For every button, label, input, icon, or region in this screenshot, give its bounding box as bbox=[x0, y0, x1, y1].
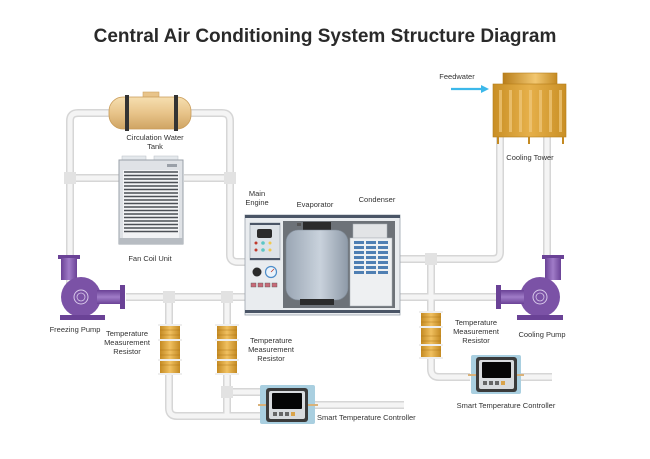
cooling-pump-label: Cooling Pump bbox=[518, 330, 566, 339]
freezing-pump-label: Freezing Pump bbox=[49, 325, 101, 334]
controller-left-label: Smart Temperature Controller bbox=[317, 413, 416, 422]
pipe-network bbox=[64, 109, 552, 420]
condenser bbox=[349, 223, 393, 307]
fan-coil-unit-label: Fan Coil Unit bbox=[128, 254, 172, 263]
resistor-right-label-line2: Measurement bbox=[453, 327, 499, 336]
diagram-title: Central Air Conditioning System Structur… bbox=[93, 26, 557, 47]
main-engine-unit bbox=[244, 214, 401, 316]
pipe-tower-left bbox=[398, 135, 504, 263]
resistor-right-label-line3: Resistor bbox=[462, 336, 490, 345]
controller-right-label: Smart Temperature Controller bbox=[456, 401, 556, 410]
circulation-tank-label-line2: Tank bbox=[147, 142, 163, 151]
feedwater-arrow bbox=[451, 85, 489, 93]
freezing-pump bbox=[58, 255, 125, 320]
resistor-mid-label-line1: Temperature bbox=[249, 336, 293, 345]
fan-coil-unit bbox=[118, 155, 184, 245]
main-engine-panel bbox=[249, 222, 281, 288]
resistor-mid-label-line3: Resistor bbox=[257, 354, 285, 363]
temperature-resistor-left bbox=[158, 324, 182, 375]
cooling-pump bbox=[496, 255, 564, 320]
resistor-right-label: Temperature Measurement Resistor bbox=[446, 318, 506, 345]
evaporator bbox=[285, 222, 349, 305]
resistor-left-label-line1: Temperature bbox=[105, 329, 149, 338]
cooling-tower bbox=[492, 72, 567, 144]
circulation-tank-label: Circulation Water Tank bbox=[110, 133, 200, 151]
main-engine-label-line1: Main bbox=[248, 189, 266, 198]
smart-controller-right bbox=[468, 355, 524, 394]
main-engine-label: Main Engine bbox=[237, 189, 277, 207]
evaporator-label: Evaporator bbox=[296, 200, 334, 209]
circulation-water-tank bbox=[108, 91, 192, 131]
resistor-mid-label-line2: Measurement bbox=[248, 345, 294, 354]
resistor-mid-label: Temperature Measurement Resistor bbox=[241, 336, 301, 363]
resistor-left-label-line3: Resistor bbox=[113, 347, 141, 356]
smart-controller-left bbox=[258, 385, 318, 424]
resistor-left-label: Temperature Measurement Resistor bbox=[97, 329, 157, 356]
temperature-resistor-right bbox=[419, 311, 443, 359]
circulation-tank-label-line1: Circulation Water bbox=[126, 133, 184, 142]
condenser-label: Condenser bbox=[358, 195, 396, 204]
feedwater-label: Feedwater bbox=[439, 72, 475, 81]
resistor-right-label-line1: Temperature bbox=[454, 318, 498, 327]
temperature-resistor-mid bbox=[215, 324, 239, 375]
resistor-left-label-line2: Measurement bbox=[104, 338, 150, 347]
cooling-tower-label: Cooling Tower bbox=[506, 153, 554, 162]
main-engine-label-line2: Engine bbox=[245, 198, 269, 207]
